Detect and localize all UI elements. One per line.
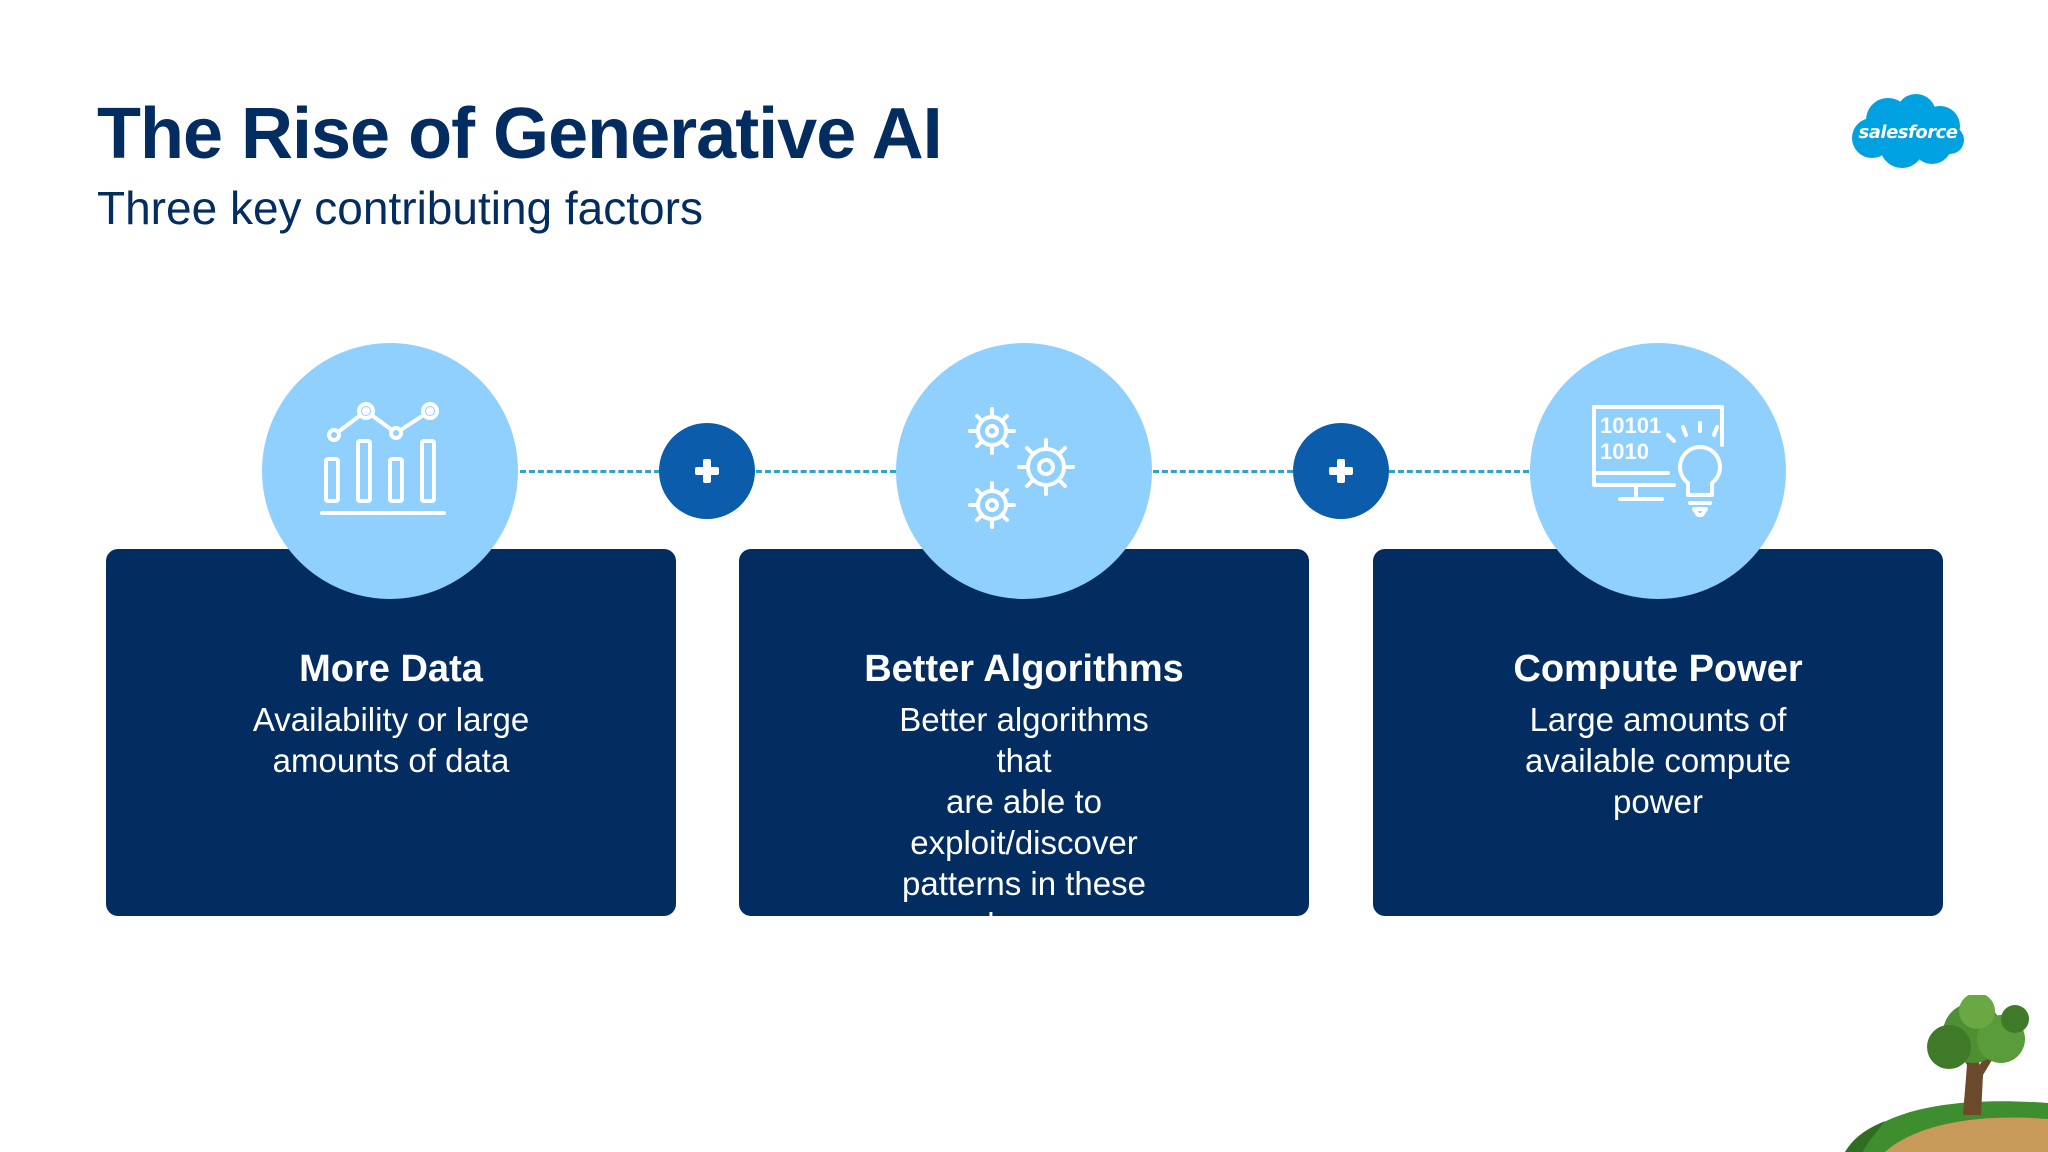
card-description-line: exploit/discover — [910, 824, 1138, 861]
card-more-data: More Data Availability or large amounts … — [106, 549, 676, 916]
plus-badge — [1293, 423, 1389, 519]
plus-badge — [659, 423, 755, 519]
connector-line — [1389, 470, 1529, 473]
icon-circle-compute-power: 10101 1010 — [1530, 343, 1786, 599]
card-title: Compute Power — [1513, 648, 1803, 690]
gears-icon — [968, 407, 1075, 529]
card-description: Better algorithms that are able to explo… — [882, 699, 1167, 986]
connector-line — [520, 470, 660, 473]
card-description-line: Availability or large — [252, 701, 530, 738]
card-better-algorithms: Better Algorithms Better algorithms that… — [739, 549, 1309, 984]
card-compute-power: Compute Power Large amounts of available… — [1373, 549, 1943, 916]
binary-text-line: 10101 — [1600, 413, 1661, 438]
icon-circle-more-data — [262, 343, 518, 599]
logo-text: salesforce — [1858, 121, 1958, 143]
connector-line — [756, 470, 896, 473]
plus-icon — [1329, 459, 1353, 483]
page-subtitle: Three key contributing factors — [97, 182, 703, 234]
card-description-line: patterns in these large — [902, 865, 1146, 943]
tree-icon — [1845, 995, 2048, 1152]
card-description-line: power — [1613, 783, 1703, 820]
icon-circle-better-algorithms — [896, 343, 1152, 599]
bar-chart-icon — [320, 402, 446, 515]
card-title: Better Algorithms — [864, 648, 1184, 690]
salesforce-cloud-icon — [1852, 94, 1964, 168]
computer-lightbulb-icon: 10101 1010 — [1592, 405, 1724, 517]
page-title: The Rise of Generative AI — [97, 94, 943, 174]
card-description-line: are able to — [946, 783, 1102, 820]
card-description-line: amounts of data — [905, 947, 1143, 984]
salesforce-logo: salesforce — [1850, 92, 1966, 172]
card-description-line: Large amounts of — [1529, 701, 1787, 738]
card-description: Availability or large amounts of data — [253, 699, 529, 781]
tree-illustration — [1845, 995, 2048, 1152]
plus-icon — [695, 459, 719, 483]
card-description-line: Better algorithms that — [899, 701, 1149, 779]
card-description-line: available compute — [1525, 742, 1791, 779]
binary-text-line: 1010 — [1600, 439, 1649, 464]
card-description: Large amounts of available compute power — [1525, 699, 1791, 822]
card-description-line: amounts of data — [272, 742, 510, 779]
card-title: More Data — [299, 648, 483, 690]
connector-line — [1153, 470, 1293, 473]
